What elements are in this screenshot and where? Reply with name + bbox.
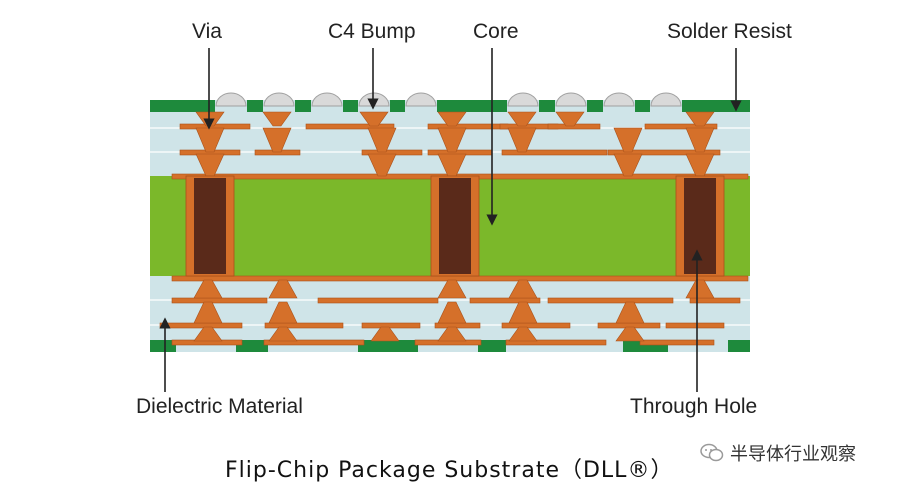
c4-bump: [650, 92, 682, 107]
microvia: [262, 111, 292, 127]
microvia: [508, 301, 538, 324]
microvia: [555, 111, 585, 127]
label-core: Core: [473, 20, 519, 43]
c4-bump: [358, 92, 390, 107]
c4-bump: [215, 92, 247, 107]
microvia: [367, 127, 397, 153]
watermark: 半导体行业观察: [700, 440, 856, 466]
microvia: [615, 301, 645, 324]
microvia: [508, 279, 538, 299]
copper-trace: [644, 123, 718, 130]
copper-trace: [434, 322, 481, 329]
microvia: [195, 127, 225, 153]
microvia: [613, 153, 643, 177]
copper-trace: [547, 297, 674, 304]
microvia: [193, 301, 223, 324]
label-solder-resist: Solder Resist: [667, 20, 792, 43]
copper-trace: [361, 322, 421, 329]
through-hole-plug: [439, 178, 471, 274]
copper-trace: [469, 297, 541, 304]
microvia: [370, 326, 400, 342]
copper-trace: [263, 339, 365, 346]
copper-trace: [264, 322, 344, 329]
microvia: [685, 111, 715, 127]
microvia: [437, 326, 467, 342]
copper-trace: [501, 322, 571, 329]
copper-trace: [689, 297, 741, 304]
microvia: [268, 326, 298, 342]
copper-trace: [607, 149, 721, 156]
copper-trace: [665, 322, 725, 329]
microvia: [507, 111, 537, 127]
c4-bump: [507, 92, 539, 107]
copper-trace: [317, 297, 439, 304]
microvia: [268, 279, 298, 299]
microvia: [193, 279, 223, 299]
copper-trace: [171, 297, 268, 304]
c4-bump: [555, 92, 587, 107]
c4-bump: [311, 92, 343, 107]
microvia: [193, 326, 223, 342]
copper-trace: [305, 123, 395, 130]
substrate-layers: [150, 92, 750, 352]
label-c4-bump: C4 Bump: [328, 20, 416, 43]
microvia: [615, 326, 645, 342]
microvia: [262, 127, 292, 153]
microvia: [685, 279, 715, 299]
label-dielectric-material: Dielectric Material: [136, 395, 303, 418]
watermark-text: 半导体行业观察: [730, 444, 856, 465]
c4-bump: [603, 92, 635, 107]
microvia: [437, 111, 467, 127]
label-via: Via: [192, 20, 222, 43]
copper-trace: [171, 275, 749, 282]
microvia: [685, 127, 715, 153]
microvia: [613, 127, 643, 153]
copper-trace: [501, 149, 608, 156]
microvia: [437, 301, 467, 324]
through-hole-plug: [684, 178, 716, 274]
pointer-arrows: [159, 48, 742, 392]
microvia: [437, 127, 467, 153]
solder-resist-top: [150, 100, 750, 112]
through-hole-plug: [194, 178, 226, 274]
microvia: [437, 279, 467, 299]
wechat-icon: [700, 443, 724, 462]
c4-bump: [263, 92, 295, 107]
copper-trace: [639, 339, 715, 346]
c4-bump: [405, 92, 437, 107]
copper-trace: [159, 322, 243, 329]
microvia: [367, 153, 397, 177]
microvia: [508, 326, 538, 342]
microvia: [359, 111, 389, 127]
copper-trace: [505, 339, 607, 346]
label-through-hole: Through Hole: [630, 395, 758, 418]
microvia: [268, 301, 298, 324]
diagram-caption: Flip-Chip Package Substrate（DLL®）: [225, 458, 674, 483]
microvia: [507, 127, 537, 153]
